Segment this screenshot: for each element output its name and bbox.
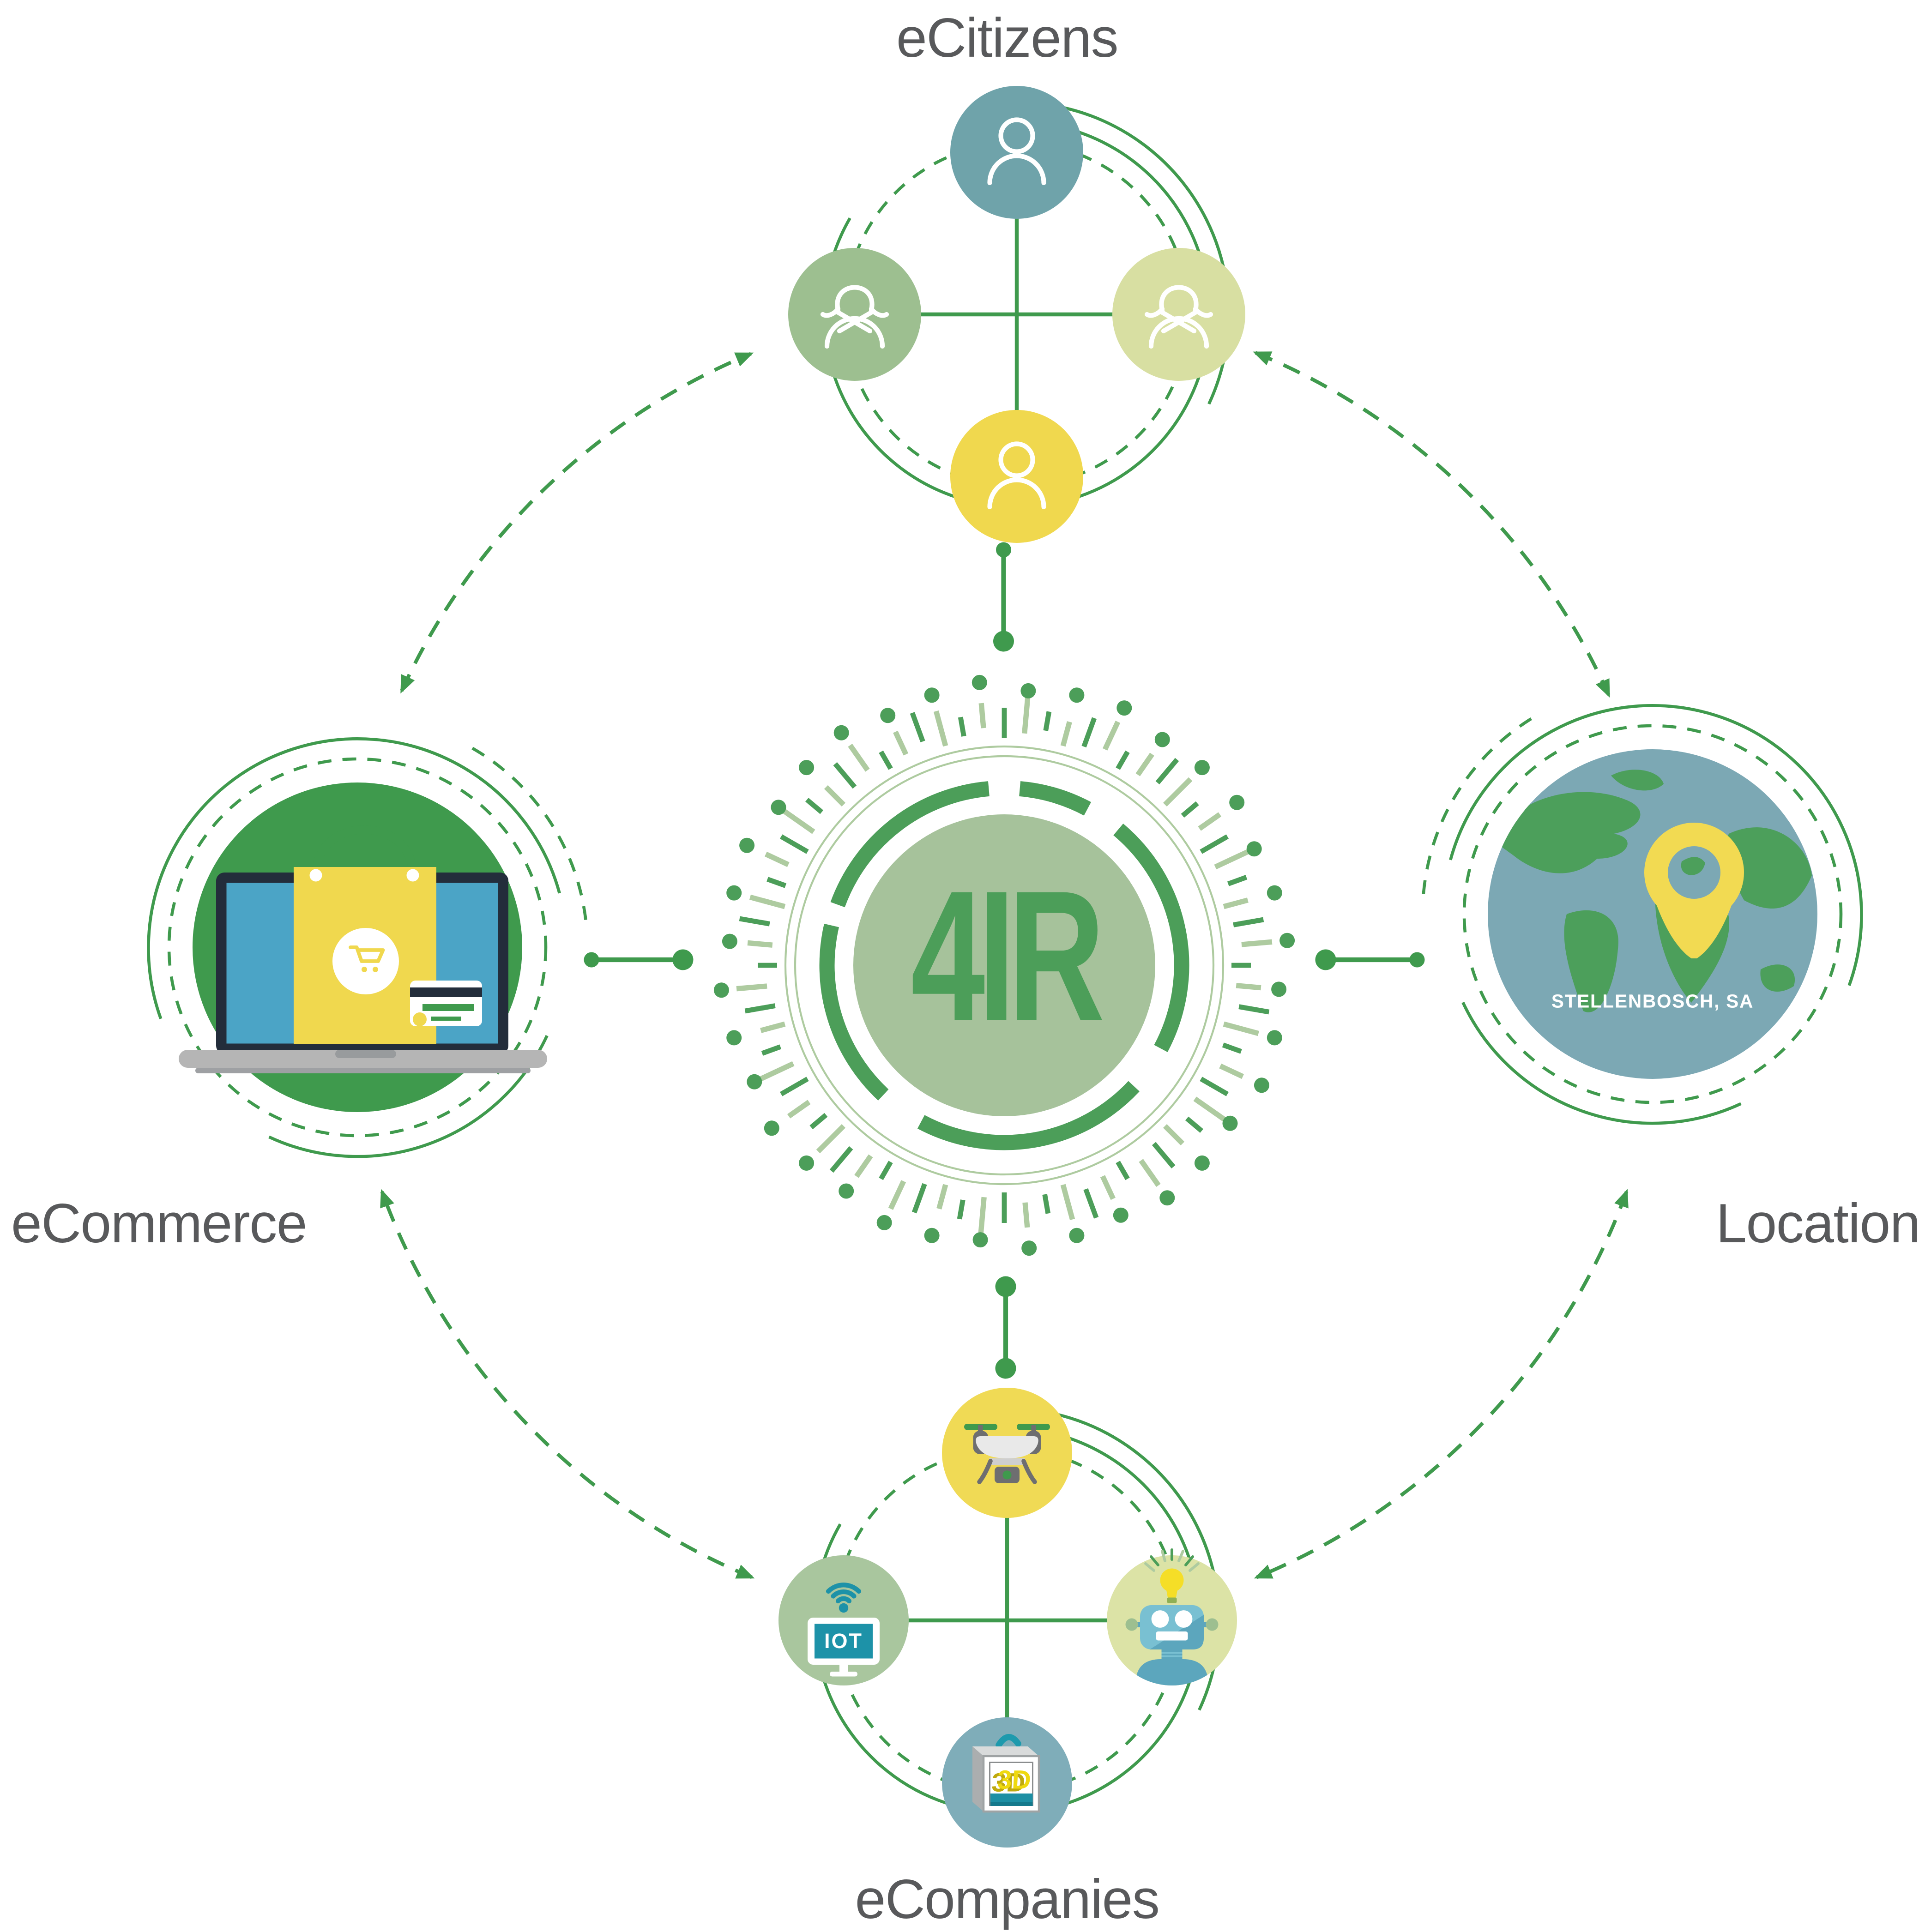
shopping-cart-icon <box>332 928 399 994</box>
wifi-icon <box>826 1583 862 1604</box>
person-icon <box>987 117 1046 186</box>
company-iot: IOT <box>778 1555 909 1685</box>
connector-left-node-dot <box>584 952 599 968</box>
globe-icon <box>1488 749 1817 1079</box>
ecitizens-cluster <box>788 86 1245 543</box>
connector-top-node-dot <box>996 542 1011 558</box>
location-node <box>1488 749 1817 1079</box>
ecompanies-label: eCompanies <box>855 1870 1160 1931</box>
flow-arrow <box>1254 1189 1629 1579</box>
flow-arrow <box>1253 351 1611 698</box>
laptop-icon <box>179 825 547 1073</box>
woman-icon <box>820 285 889 349</box>
emblem-inner-circle <box>853 814 1155 1116</box>
printer-3d-icon: 3D 3D <box>972 1734 1040 1813</box>
connector-left-hub-dot <box>672 949 694 970</box>
iot-monitor-icon: IOT <box>808 1618 880 1677</box>
map-pin-icon <box>1644 823 1744 958</box>
ecommerce-node <box>179 782 547 1112</box>
company-drone <box>942 1388 1072 1518</box>
company-robot <box>1107 1548 1237 1685</box>
ecompanies-cluster: IOT <box>778 1388 1237 1848</box>
printer-3d-label-shadow: 3D <box>991 1768 1026 1798</box>
citizen-male-top <box>950 86 1083 219</box>
credit-card-icon <box>410 981 482 1026</box>
flow-arrow <box>400 352 754 694</box>
person-icon <box>987 441 1046 510</box>
connector-right-node-dot <box>1409 952 1425 968</box>
drone-icon <box>964 1424 1050 1484</box>
emblem-tick-ring <box>713 674 1295 1256</box>
iot-label: IOT <box>824 1629 863 1653</box>
laptop-base <box>179 1050 547 1068</box>
citizen-female-left <box>788 248 921 381</box>
ecommerce-label: eCommerce <box>11 1194 308 1255</box>
lightbulb-icon <box>1144 1548 1200 1603</box>
stellenbosch-label: STELLENBOSCH, SA <box>1551 991 1754 1012</box>
hub-connectors <box>584 542 1425 1379</box>
hub-4ir-emblem <box>713 674 1295 1256</box>
location-label: Location <box>1716 1194 1920 1255</box>
connector-bottom-node-dot <box>995 1358 1016 1379</box>
flow-arrow <box>380 1189 755 1579</box>
connector-bottom-hub-dot <box>995 1276 1016 1297</box>
printer-3d-label: 3D <box>996 1765 1032 1795</box>
robot-icon <box>1125 1605 1219 1685</box>
connector-top-hub-dot <box>993 631 1014 652</box>
citizen-male-bottom <box>950 410 1083 543</box>
connector-right-hub-dot <box>1315 949 1336 970</box>
ecitizens-label: eCitizens <box>896 8 1119 69</box>
citizen-female-right <box>1112 248 1245 381</box>
woman-icon <box>1144 285 1213 349</box>
hub-4ir-label: 4IR <box>911 854 1104 1060</box>
company-3d-printer: 3D 3D <box>942 1717 1072 1848</box>
